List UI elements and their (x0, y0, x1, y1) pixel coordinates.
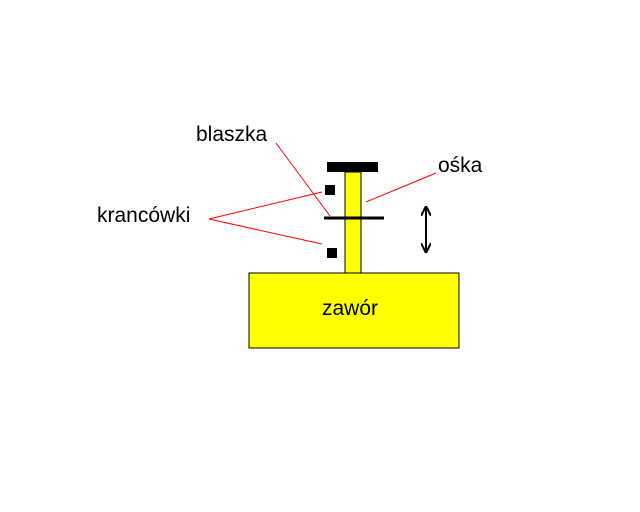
limit-switch-upper (325, 185, 335, 195)
valve-body (248, 272, 460, 349)
leader-blaszka (275, 142, 331, 217)
limit-switch-lower (327, 248, 337, 258)
leader-oska (365, 172, 437, 203)
stem-cap (327, 162, 378, 172)
leader-krancowki-lower (208, 218, 323, 245)
label-blaszka: blaszka (196, 123, 268, 146)
label-zawor: zawór (322, 297, 378, 320)
label-oska: ośka (438, 154, 483, 177)
leader-krancowki-upper (208, 191, 323, 220)
label-krancowki: krancówki (97, 204, 190, 227)
valve-stem (344, 171, 362, 274)
